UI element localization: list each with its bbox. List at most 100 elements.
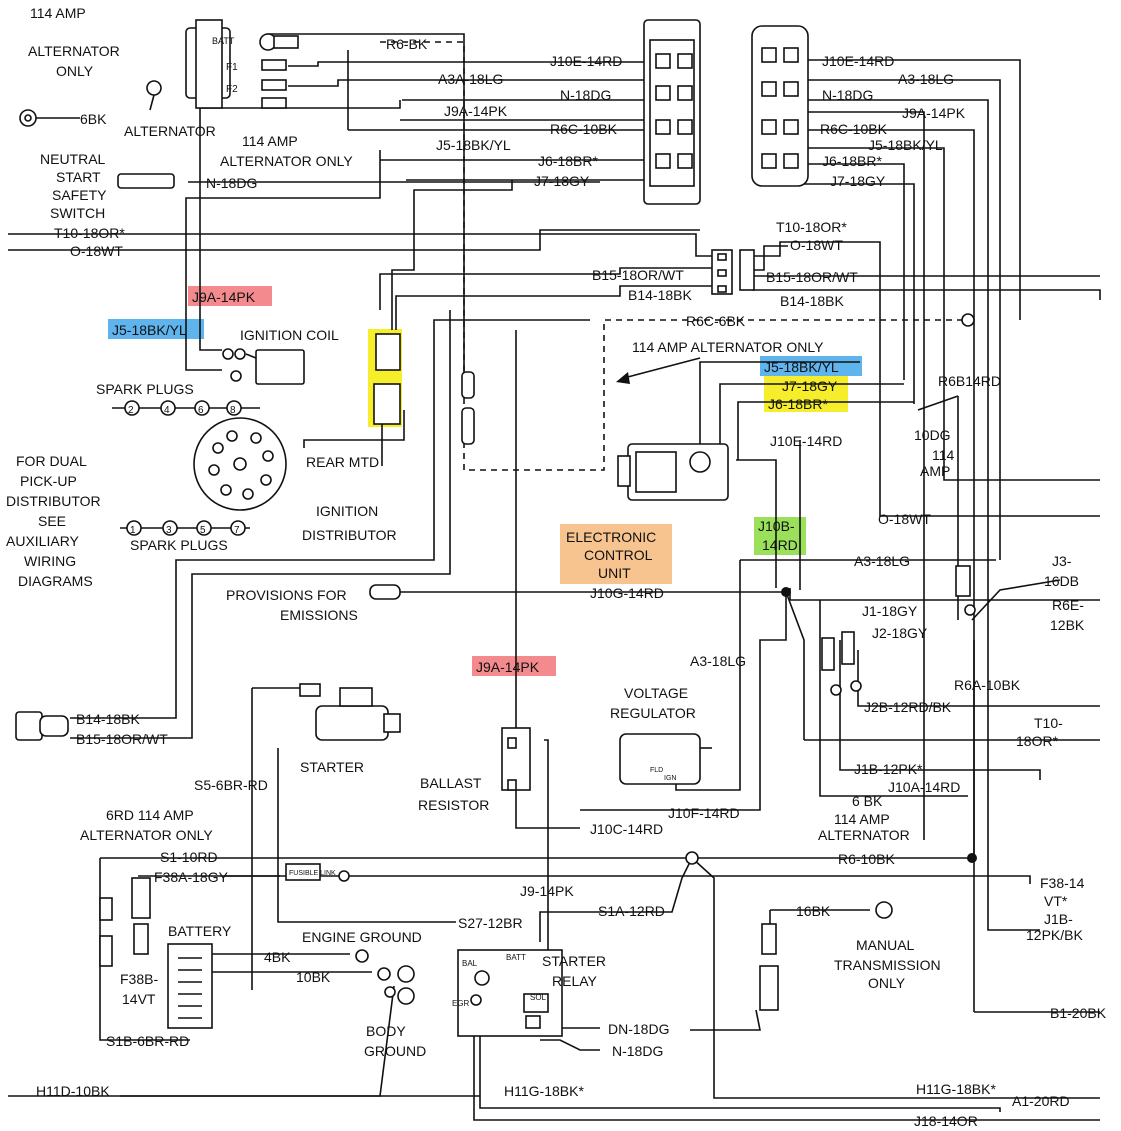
ballast-line2: RESISTOR (418, 797, 489, 813)
engine-ground (355, 949, 415, 1005)
wire-a1: A1-20RD (1012, 1093, 1070, 1109)
ecu-label-line1: ELECTRONIC (566, 529, 656, 545)
wire-j2: J2-18GY (872, 625, 928, 641)
regulator-ign-term: IGN (664, 775, 676, 782)
wire-h11d: H11D-10BK (36, 1083, 110, 1099)
relay-bal-term: BAL (462, 959, 478, 968)
highlight-j9a-top (188, 286, 272, 306)
wire-j1b-bk-line2: 12PK/BK (1026, 927, 1083, 943)
wire-b1: B1-20BK (1050, 1005, 1107, 1021)
neutral-switch (117, 173, 175, 189)
coil-connector (373, 333, 401, 425)
left-conn-wire-6: J5-18BK/YL (436, 137, 511, 153)
wire-b14-mid-right: B14-18BK (780, 293, 844, 309)
right-conn-wire-2: A3-18LG (898, 71, 954, 87)
neutral-switch-line1: NEUTRAL (40, 151, 106, 167)
wire-h11g-right: H11G-18BK* (916, 1081, 996, 1097)
connector-right (751, 25, 809, 187)
wire-dn: DN-18DG (608, 1021, 669, 1037)
starter-relay: BAL BATT EGR SOL (452, 949, 563, 1037)
center-connector-pair (711, 249, 755, 295)
plug-3: 3 (166, 525, 172, 536)
voltage-regulator-line2: REGULATOR (610, 705, 696, 721)
left-conn-wire-5: R6C-10BK (550, 121, 618, 137)
wire-j10f: J10F-14RD (668, 805, 740, 821)
wire-6bk: 6BK (80, 111, 107, 127)
ten-dg-line2: 114 (932, 447, 955, 463)
wire-s1: S1-10RD (160, 849, 218, 865)
wire-r6a: R6A-10BK (954, 677, 1021, 693)
wire-n-relay: N-18DG (612, 1043, 663, 1059)
emissions-connector-left (15, 711, 69, 741)
alternator-ground (19, 80, 162, 127)
left-conn-wire-8: J7-18GY (534, 173, 590, 189)
right-conn-wire-8: J7-18GY (830, 173, 886, 189)
wire-j6-ecu-highlight: J6-18BR* (768, 396, 828, 412)
ecu-label-line2: CONTROL (584, 547, 653, 563)
starter-relay-line2: RELAY (552, 973, 598, 989)
wire-j1b-bk-line1: J1B- (1044, 911, 1073, 927)
junction-r6-ring (685, 851, 699, 865)
wire-j10e-ecu: J10E-14RD (770, 433, 842, 449)
wire-t10-low-line1: T10- (1034, 715, 1063, 731)
spark-plugs-bottom-label: SPARK PLUGS (130, 537, 228, 553)
electronic-control-unit (617, 443, 729, 501)
dual-pickup-line7: DIAGRAMS (18, 573, 93, 589)
alternator-batt-term: BATT (212, 36, 235, 46)
right-conn-wire-5: R6C-10BK (820, 121, 888, 137)
wire-s5: S5-6BR-RD (194, 777, 268, 793)
manual-trans-line2: TRANSMISSION (834, 957, 941, 973)
relay-sol-term: SOL (530, 993, 547, 1002)
ballast-line1: BALLAST (420, 775, 482, 791)
wire-s27: S27-12BR (458, 915, 523, 931)
wire-s1b: S1B-6BR-RD (106, 1033, 189, 1049)
wire-r6-bk: R6-BK (386, 36, 428, 52)
starter (299, 683, 401, 741)
fusible-link-label: FUSIBLE LINK (289, 870, 336, 877)
highlight-j9a-ballast (472, 656, 556, 676)
wire-f38-vt-line2: VT* (1044, 893, 1068, 909)
fuse-f38a (131, 877, 151, 919)
fusible-link-bottom (285, 863, 321, 881)
alt-6bk-line3: ALTERNATOR (818, 827, 910, 843)
battery-label: BATTERY (168, 923, 232, 939)
dual-pickup-line4: SEE (38, 513, 66, 529)
wire-a3-mid: A3-18LG (690, 653, 746, 669)
plug-5: 5 (200, 525, 206, 536)
wire-t10-right: T10-18OR* (776, 219, 847, 235)
spark-plugs-top-label: SPARK PLUGS (96, 381, 194, 397)
wire-a3-low: A3-18LG (854, 553, 910, 569)
wire-n-18dg-nss: N-18DG (206, 175, 257, 191)
manual-trans-line3: ONLY (868, 975, 906, 991)
wire-j10b-line2: 14RD (762, 537, 798, 553)
wire-f38b-line2: 14VT (122, 991, 156, 1007)
ecu-label-line3: UNIT (598, 565, 631, 581)
dual-pickup-line6: WIRING (24, 553, 76, 569)
alt-114-arrow (623, 357, 701, 379)
highlight-j7-ecu (764, 376, 848, 394)
alt-6bk-line1: 6 BK (852, 793, 883, 809)
wire-t10-left: T10-18OR* (54, 225, 125, 241)
wire-o-mid: O-18WT (878, 511, 931, 527)
wire-j10b-line1: J10B- (758, 518, 795, 534)
alt-114-only-line1: 114 AMP (30, 5, 86, 21)
right-conn-wire-1: J10E-14RD (822, 53, 894, 69)
wire-r6e-line1: R6E- (1052, 597, 1084, 613)
left-conn-wire-7: J6-18BR* (538, 153, 598, 169)
provisions-line1: PROVISIONS FOR (226, 587, 347, 603)
alt-114-arrowhead (616, 372, 630, 384)
dual-pickup-line5: AUXILIARY (6, 533, 80, 549)
highlight-j5-left (108, 319, 204, 339)
ignition-coil-label: IGNITION COIL (240, 327, 339, 343)
wire-h11g-mid: H11G-18BK* (504, 1083, 584, 1099)
junction-j10 (781, 587, 791, 597)
wire-j10c: J10C-14RD (590, 821, 663, 837)
plug-1: 1 (130, 525, 136, 536)
wire-r6e-line2: 12BK (1050, 617, 1085, 633)
ten-dg-line3: AMP (920, 463, 950, 479)
alternator-label: ALTERNATOR (124, 123, 216, 139)
fusible-link-ring (338, 870, 350, 882)
wire-b15-mid-right: B15-18OR/WT (766, 269, 858, 285)
ten-dg-line1: 10DG (914, 427, 951, 443)
emissions-plug (369, 584, 401, 600)
